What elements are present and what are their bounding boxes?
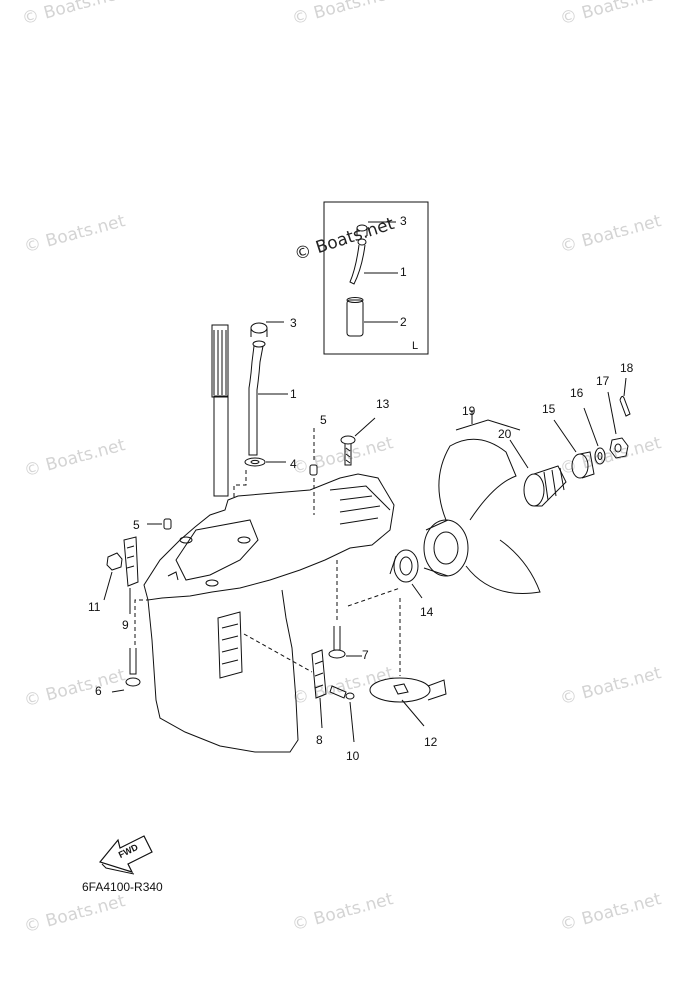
callout-18[interactable]: 18 [620, 361, 634, 375]
water-tube-assembly [233, 321, 288, 500]
callout-2-inset[interactable]: 2 [400, 315, 407, 329]
drive-shaft [211, 324, 229, 497]
callout-12[interactable]: 12 [424, 735, 438, 749]
callout-5[interactable]: 5 [320, 413, 327, 427]
inset-label: L [412, 340, 419, 352]
callout-14[interactable]: 14 [420, 605, 434, 619]
callout-8[interactable]: 8 [316, 733, 323, 747]
callout-3-inset[interactable]: 3 [400, 214, 407, 228]
callout-6[interactable]: 6 [95, 684, 102, 698]
callout-9[interactable]: 9 [122, 618, 129, 632]
callout-20[interactable]: 20 [498, 427, 512, 441]
thrust-hub-part-14 [389, 549, 423, 599]
callout-16[interactable]: 16 [570, 386, 584, 400]
screw-part-10 [243, 633, 355, 743]
callout-7[interactable]: 7 [362, 648, 369, 662]
anode-part-12 [347, 587, 447, 727]
bolt-part-7 [328, 560, 362, 659]
callout-19[interactable]: 19 [462, 404, 476, 418]
callout-13[interactable]: 13 [376, 397, 390, 411]
callout-3[interactable]: 3 [290, 316, 297, 330]
drawing-code: 6FA4100-R340 [82, 880, 163, 894]
trim-tab-part-8 [311, 649, 327, 729]
plug-part-5 [147, 428, 318, 530]
spacer-part-15 [553, 419, 595, 479]
callout-15[interactable]: 15 [542, 402, 556, 416]
lower-casing [143, 473, 395, 753]
inset-frame [323, 201, 429, 355]
nut-part-17 [607, 391, 629, 459]
washer-part-16 [583, 407, 606, 465]
callout-17[interactable]: 17 [596, 374, 610, 388]
nut-part-11 [103, 552, 123, 601]
anode-part-9 [123, 536, 139, 614]
bolt-part-13 [340, 417, 376, 466]
washer-part-20 [509, 439, 567, 507]
callout-1-inset[interactable]: 1 [400, 265, 407, 279]
cotter-pin-part-18 [619, 377, 631, 417]
inset-water-tube [346, 221, 398, 337]
bolt-part-6 [111, 599, 148, 693]
callout-5-left[interactable]: 5 [133, 518, 140, 532]
callout-1[interactable]: 1 [290, 387, 297, 401]
callout-4[interactable]: 4 [290, 457, 297, 471]
fwd-arrow-icon [98, 835, 153, 875]
propeller-part-19 [423, 410, 541, 595]
callout-10[interactable]: 10 [346, 749, 360, 763]
callout-11[interactable]: 11 [88, 600, 101, 614]
